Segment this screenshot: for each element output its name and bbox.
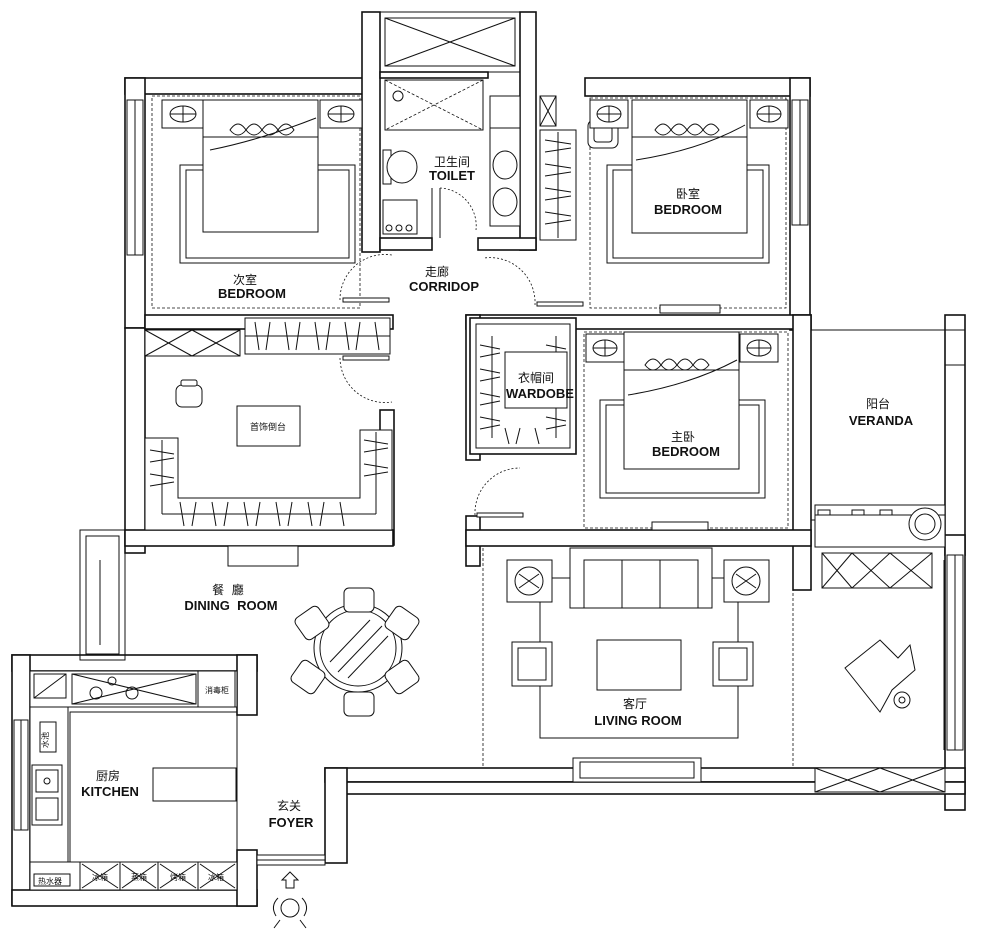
dining-area xyxy=(290,587,420,717)
fixture-labels: 首饰倒台 消毒柜 热水器 水池 冰箱 蒸箱 烤箱 冰箱 xyxy=(38,421,286,886)
second-bedroom-en-label: BEDROOM xyxy=(218,286,286,301)
corridor-en-label: CORRIDOP xyxy=(409,279,479,294)
wardrobe-cn-label: 衣帽间 xyxy=(518,370,554,385)
wardrobe-room xyxy=(469,317,577,455)
sink-label: 水池 xyxy=(40,732,50,748)
dining-en-label: DINING ROOM xyxy=(184,598,277,613)
second-bedroom-cn-label: 次室 xyxy=(233,272,257,287)
bedroom-cn-label: 卧室 xyxy=(676,186,700,201)
windows xyxy=(13,99,966,831)
dining-cn-label: 餐 廳 xyxy=(212,582,244,597)
living-cn-label: 客厅 xyxy=(623,696,647,711)
water-heater-label: 热水器 xyxy=(38,876,62,886)
veranda-cn-label: 阳台 xyxy=(866,396,890,411)
doors xyxy=(99,187,945,750)
toilet-cn-label: 卫生间 xyxy=(434,155,470,169)
disinfect-cabinet-label: 消毒柜 xyxy=(205,685,229,695)
steamer-label: 蒸箱 xyxy=(131,872,147,882)
veranda xyxy=(814,504,946,793)
kitchen xyxy=(29,670,238,891)
foyer-en-label: FOYER xyxy=(269,815,314,830)
bedroom-en-label: BEDROOM xyxy=(654,202,722,217)
freezer-label: 冰箱 xyxy=(208,872,224,882)
master-bedroom-en-label: BEDROOM xyxy=(652,444,720,459)
kitchen-cn-label: 厨房 xyxy=(96,768,120,783)
kitchen-en-label: KITCHEN xyxy=(81,784,139,799)
toilet-area xyxy=(382,17,521,238)
bedroom xyxy=(539,95,789,314)
toilet-en-label: TOILET xyxy=(429,168,475,183)
veranda-en-label: VERANDA xyxy=(849,413,914,428)
second-bedroom xyxy=(151,95,363,309)
master-bedroom xyxy=(583,331,789,531)
living-room xyxy=(482,547,794,783)
foyer-cn-label: 玄关 xyxy=(277,798,301,813)
dressing-room xyxy=(144,317,393,567)
master-bedroom-cn-label: 主卧 xyxy=(671,430,695,444)
fridge-label: 冰箱 xyxy=(92,872,108,882)
living-en-label: LIVING ROOM xyxy=(594,713,681,728)
foyer xyxy=(256,854,326,929)
corridor-cn-label: 走廊 xyxy=(425,264,449,279)
jewelry-table-label: 首饰倒台 xyxy=(250,421,286,433)
wardrobe-en-label: WARDOBE xyxy=(506,386,574,401)
room-labels: 次室 BEDROOM 卫生间 TOILET 走廊 CORRIDOP 卧室 BED… xyxy=(81,155,914,830)
oven-label: 烤箱 xyxy=(170,872,186,882)
